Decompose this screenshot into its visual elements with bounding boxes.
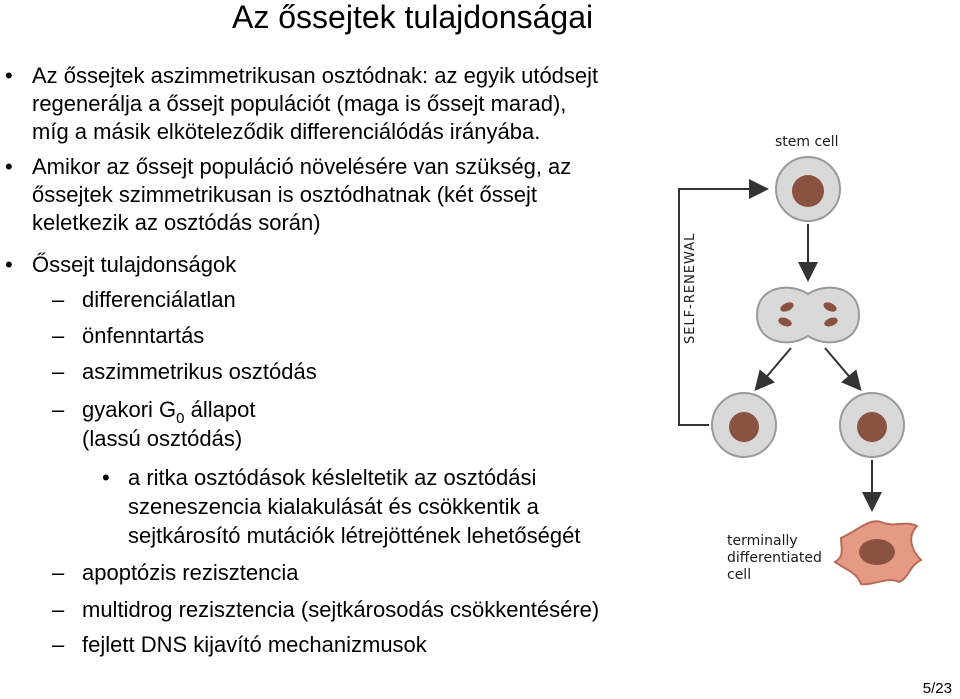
property-g0-state: gyakori G0 állapot	[82, 396, 255, 427]
bullet-1-line-3: míg a másik elköteleződik differenciálód…	[32, 119, 541, 144]
self-renewal-arrow	[678, 179, 769, 426]
page-number: 5/23	[922, 680, 952, 697]
dash-marker: –	[52, 323, 65, 348]
differentiated-cell	[833, 520, 923, 586]
property-apoptosis-resistance: apoptózis rezisztencia	[82, 560, 299, 585]
daughter-committed-cell	[839, 392, 905, 458]
stem-cell-label: stem cell	[775, 134, 839, 150]
dash-marker: –	[52, 287, 65, 312]
dash-marker: –	[52, 397, 65, 422]
dash-marker: –	[52, 597, 65, 622]
terminal-label-line-2: differentiated	[727, 550, 822, 566]
dash-marker: –	[52, 560, 65, 585]
sub-bullet-line-2: szeneszencia kialakulását és csökkentik …	[128, 494, 539, 519]
bullet-1-line-2: regenerálja a őssejt populációt (maga is…	[32, 91, 567, 116]
sub-bullet-line-1: a ritka osztódások késleltetik az osztód…	[128, 465, 537, 490]
sub-bullet-marker: •	[102, 465, 110, 490]
terminal-label-line-1: terminally	[727, 533, 798, 549]
property-undifferentiated: differenciálatlan	[82, 287, 236, 312]
bullet-3-line-1: Őssejt tulajdonságok	[32, 252, 237, 277]
sub-bullet-line-3: sejtkárosító mutációk létrejöttének lehe…	[128, 523, 581, 548]
property-self-maintenance: önfenntartás	[82, 323, 205, 348]
bullet-marker: •	[5, 154, 13, 179]
g0-subscript: 0	[176, 410, 185, 427]
dash-marker: –	[52, 632, 65, 657]
bullet-2-line-2: őssejtek szimmetrikusan is osztódhatnak …	[32, 182, 537, 207]
bullet-marker: •	[5, 252, 13, 277]
stem-cell-figure: stem cell SELF-RENEWAL	[665, 110, 960, 610]
terminal-label-line-3: cell	[727, 567, 751, 583]
bullet-1-line-1: Az őssejtek aszimmetrikusan osztódnak: a…	[32, 63, 599, 88]
split-arrow-left	[754, 347, 792, 392]
g0-rest-text: állapot	[184, 397, 256, 422]
stem-cell-diagram: stem cell SELF-RENEWAL	[678, 134, 923, 586]
stem-cell	[775, 156, 841, 222]
slide-title: Az őssejtek tulajdonságai	[232, 0, 594, 35]
property-dna-repair: fejlett DNS kijavító mechanizmusok	[82, 632, 427, 657]
dividing-cell	[755, 286, 861, 344]
dash-marker: –	[52, 359, 65, 384]
bullet-marker: •	[5, 63, 13, 88]
split-arrow-right	[824, 347, 862, 392]
bullet-2-line-3: keletkezik az osztódás során)	[32, 210, 321, 235]
property-g0-state-line-2: (lassú osztódás)	[82, 426, 243, 451]
g0-main-text: gyakori G	[82, 397, 177, 422]
bullet-2-line-1: Amikor az őssejt populáció növelésére va…	[32, 154, 572, 179]
daughter-stem-cell	[711, 392, 777, 458]
self-renewal-label: SELF-RENEWAL	[683, 233, 698, 344]
property-multidrug-resistance: multidrog rezisztencia (sejtkárosodás cs…	[82, 597, 600, 622]
property-asymmetric-division: aszimmetrikus osztódás	[82, 359, 317, 384]
